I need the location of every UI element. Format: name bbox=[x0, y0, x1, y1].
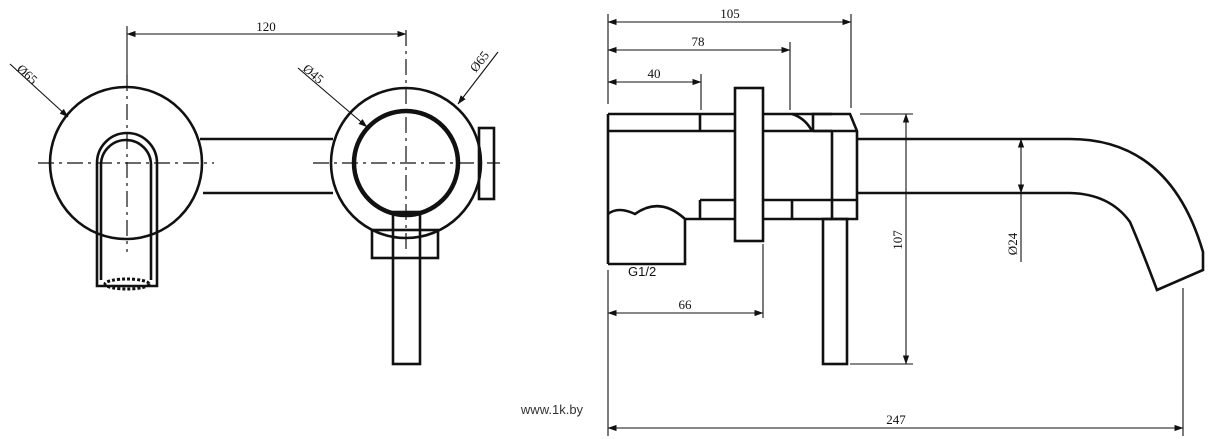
spout-outline bbox=[857, 137, 1205, 292]
dim-label-40: 40 bbox=[648, 66, 661, 81]
dim-label-105: 105 bbox=[720, 6, 740, 21]
wall-flange bbox=[733, 86, 765, 243]
leader-dia65-left bbox=[9, 63, 69, 118]
dim-label-78: 78 bbox=[692, 34, 705, 49]
dim-label-dia45: Ø45 bbox=[300, 61, 327, 87]
dim-label-247: 247 bbox=[886, 412, 906, 427]
side-view bbox=[606, 14, 1205, 436]
dim-label-66: 66 bbox=[679, 297, 693, 312]
mid-body-curve bbox=[791, 112, 814, 132]
front-spout-inner bbox=[99, 138, 153, 280]
dim-label-120: 120 bbox=[256, 19, 276, 34]
leader-dia45 bbox=[297, 67, 368, 128]
handle-base-plate bbox=[370, 228, 440, 260]
dim-label-107: 107 bbox=[890, 230, 905, 250]
dim-label-dia65-right: Ø65 bbox=[467, 48, 493, 75]
watermark: www.1k.by bbox=[520, 402, 584, 417]
dim-label-dia24: Ø24 bbox=[1005, 232, 1020, 255]
spout-aerator bbox=[103, 277, 151, 291]
thread-label: G1/2 bbox=[628, 264, 656, 279]
dim-label-dia65-left: Ø65 bbox=[14, 61, 41, 87]
lever-side bbox=[821, 217, 849, 366]
inlet-thread bbox=[607, 204, 687, 266]
front-view bbox=[9, 26, 500, 366]
front-spout-body bbox=[95, 131, 159, 288]
leader-dia65-right bbox=[457, 51, 499, 105]
